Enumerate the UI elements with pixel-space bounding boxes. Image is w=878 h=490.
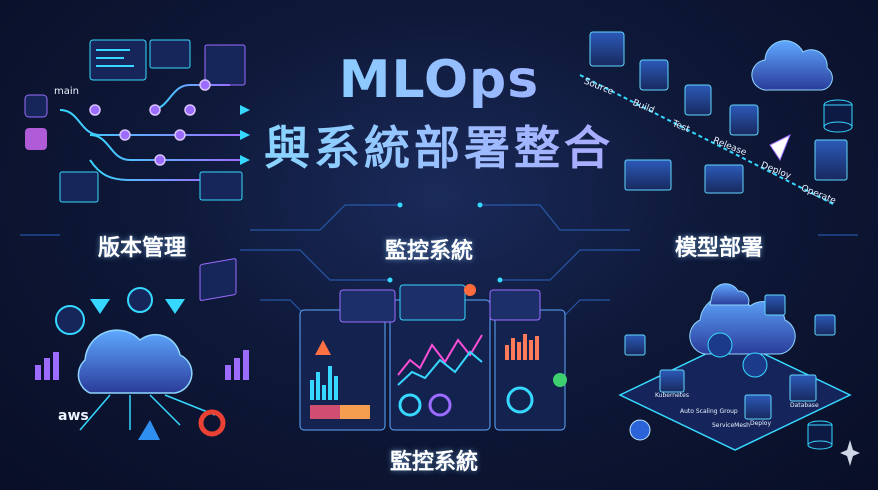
section-label-monitoring-bottom: 監控系統: [390, 450, 479, 475]
title-chinese: 與系統部署整合: [0, 112, 878, 178]
section-label-model-deploy: 模型部署: [675, 236, 764, 261]
cloud-cost-diagram: [35, 258, 249, 440]
title-english: MLOps: [0, 50, 878, 110]
k8s-label-servicemesh: ServiceMesh: [712, 422, 750, 429]
version-control-diagram: [24, 39, 250, 203]
k8s-label-deploy: Deploy: [750, 420, 772, 427]
kubernetes-diagram: [618, 283, 860, 466]
monitoring-dashboard: [299, 284, 567, 431]
section-label-monitoring-top: 監控系統: [385, 239, 474, 264]
k8s-label-kubernetes: Kubernetes: [655, 392, 689, 399]
section-label-version-control: 版本管理: [98, 236, 187, 261]
git-branch-label: main: [54, 86, 79, 97]
k8s-label-autoscaling: Auto Scaling Group: [680, 408, 738, 415]
cicd-pipeline-diagram: [579, 31, 853, 206]
aws-logo-text: aws: [58, 408, 89, 424]
k8s-label-database: Database: [790, 402, 819, 409]
